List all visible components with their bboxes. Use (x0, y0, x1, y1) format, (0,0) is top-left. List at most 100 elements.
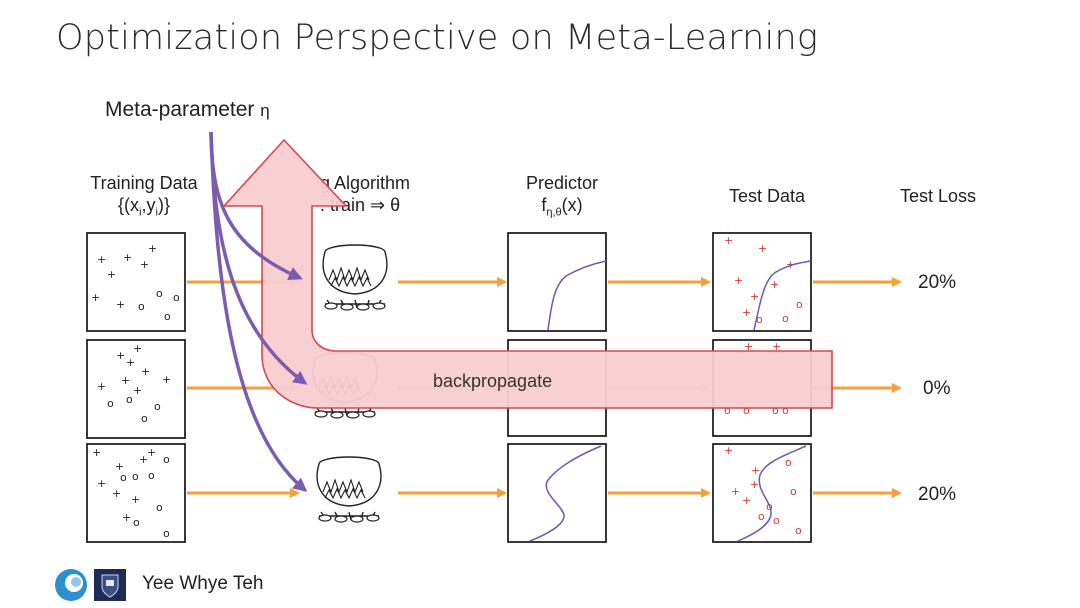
training-data-title: Training Data (90, 173, 198, 193)
predictor-title: Predictor (525, 173, 599, 193)
svg-text:o: o (133, 516, 140, 529)
header-test-data: Test Data (728, 186, 806, 206)
svg-text:+: + (147, 446, 156, 459)
svg-text:o: o (156, 501, 163, 514)
backpropagate-arrow (222, 138, 833, 409)
blue-ring-logo-icon (55, 569, 87, 601)
svg-text:+: + (92, 446, 101, 459)
predictor-formula: fη,θ(x) (541, 195, 583, 219)
test-points-3: +o++ ++oo ooo (724, 444, 802, 537)
svg-text:+: + (122, 511, 131, 524)
svg-text:+: + (724, 444, 733, 457)
svg-text:o: o (782, 404, 789, 417)
cauldron-icon (316, 456, 382, 523)
predictor-box-3 (507, 443, 607, 543)
svg-text:o: o (772, 404, 779, 417)
author-name: Yee Whye Teh (142, 573, 264, 594)
svg-text:+: + (141, 365, 150, 378)
svg-text:+: + (734, 274, 743, 287)
svg-text:o: o (148, 469, 155, 482)
svg-text:o: o (173, 291, 180, 304)
svg-text:+: + (131, 493, 140, 506)
svg-text:o: o (796, 298, 803, 311)
svg-text:+: + (744, 340, 753, 353)
eta-symbol: η (260, 101, 270, 120)
predictor-curve-1 (547, 260, 607, 331)
slide-title: Optimization Perspective on Meta-Learnin… (56, 18, 819, 58)
svg-text:o: o (790, 485, 797, 498)
svg-text:o: o (163, 453, 170, 466)
svg-text:+: + (786, 258, 795, 271)
cauldron-icon (322, 244, 388, 311)
svg-text:o: o (154, 400, 161, 413)
test-loss-row-2: 0% (923, 378, 951, 399)
svg-text:+: + (724, 234, 733, 247)
predictor-curve-3 (529, 445, 602, 542)
svg-text:+: + (97, 477, 106, 490)
svg-text:+: + (97, 380, 106, 393)
svg-text:o: o (785, 456, 792, 469)
svg-text:+: + (750, 478, 759, 491)
meta-arrow-3 (209, 131, 308, 492)
oxford-crest-icon (94, 569, 126, 601)
svg-text:+: + (742, 494, 751, 507)
svg-text:+: + (126, 356, 135, 369)
svg-text:+: + (750, 290, 759, 303)
svg-text:o: o (163, 527, 170, 540)
svg-text:o: o (120, 471, 127, 484)
header-predictor: Predictor fη,θ(x) (500, 172, 624, 224)
svg-text:o: o (107, 397, 114, 410)
svg-text:o: o (743, 404, 750, 417)
svg-text:+: + (121, 374, 130, 387)
svg-text:+: + (97, 253, 106, 266)
meta-parameter-arrows (209, 131, 308, 492)
svg-text:o: o (141, 412, 148, 425)
svg-text:o: o (132, 470, 139, 483)
svg-text:+: + (148, 242, 157, 255)
svg-text:+: + (758, 242, 767, 255)
svg-text:o: o (758, 510, 765, 523)
meta-parameter-text: Meta-parameter (105, 98, 255, 121)
test-curve-3 (737, 445, 807, 542)
header-test-loss: Test Loss (899, 186, 977, 206)
svg-text:+: + (731, 485, 740, 498)
test-loss-row-1: 20% (918, 272, 957, 293)
svg-text:o: o (756, 313, 763, 326)
test-points-1: +++ ++++ ooo (724, 234, 803, 326)
training-data-set: {(xi,yi)} (118, 195, 170, 219)
training-box-2 (86, 339, 186, 439)
predictor-box-1 (507, 232, 607, 332)
svg-text:+: + (116, 298, 125, 311)
svg-text:o: o (724, 404, 731, 417)
svg-text:+: + (772, 340, 781, 353)
test-box-1 (712, 232, 812, 332)
svg-text:+: + (139, 453, 148, 466)
algorithm-title: g Algorithm (320, 173, 411, 193)
svg-text:+: + (133, 342, 142, 355)
svg-text:+: + (133, 384, 142, 397)
svg-text:o: o (782, 312, 789, 325)
svg-text:o: o (795, 524, 802, 537)
training-box-3 (86, 443, 186, 543)
svg-text:o: o (126, 393, 133, 406)
svg-text:+: + (140, 258, 149, 271)
svg-text:+: + (162, 373, 171, 386)
svg-text:o: o (156, 287, 163, 300)
svg-text:+: + (112, 487, 121, 500)
svg-text:+: + (742, 306, 751, 319)
meta-parameter-label: Meta-parameter η (105, 98, 270, 122)
svg-text:+: + (115, 460, 124, 473)
svg-text:+: + (107, 268, 116, 281)
training-box-1 (86, 232, 186, 332)
svg-text:o: o (164, 310, 171, 323)
svg-text:+: + (123, 251, 132, 264)
svg-text:+: + (770, 278, 779, 291)
header-training-data: Training Data {(xi,yi)} (74, 172, 214, 224)
svg-text:o: o (773, 514, 780, 527)
svg-text:+: + (91, 291, 100, 304)
